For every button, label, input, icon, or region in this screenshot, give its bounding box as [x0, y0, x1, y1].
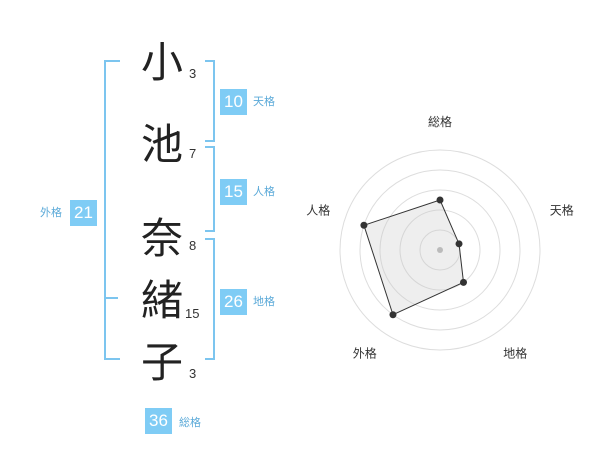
radar-axis-label-1: 総格 — [428, 114, 452, 129]
soukaku-label: 総格 — [179, 416, 201, 429]
stroke-count-3: 8 — [189, 238, 197, 253]
gaikaku-label: 外格 — [40, 206, 62, 219]
radar-point-1 — [436, 196, 444, 204]
kanji-5: 子 — [140, 338, 183, 387]
radar-point-4 — [389, 311, 397, 319]
chikaku-badge: 26 — [220, 289, 247, 315]
gaikaku-bracket — [104, 60, 120, 360]
stroke-count-4: 15 — [185, 306, 200, 321]
chikaku-bracket — [205, 238, 215, 360]
radar-center-dot — [437, 247, 443, 253]
radar-point-5 — [360, 221, 368, 229]
radar-ring — [339, 149, 541, 351]
radar-axis-label-3: 地格 — [503, 346, 527, 361]
soukaku-badge: 36 — [145, 408, 172, 434]
radar-ring — [399, 209, 481, 291]
radar-shape — [363, 199, 465, 316]
jinkaku-bracket — [205, 146, 215, 232]
tenkaku-bracket — [205, 60, 215, 142]
kanji-3: 奈 — [140, 214, 183, 263]
kanji-4: 緒 — [140, 276, 183, 325]
chikaku-label: 地格 — [253, 295, 275, 308]
radar-axis-label-5: 人格 — [306, 202, 330, 217]
gaikaku-divider-tick — [104, 297, 118, 299]
radar-axis-label-2: 天格 — [550, 202, 574, 217]
tenkaku-label: 天格 — [253, 95, 275, 108]
kanji-1: 小 — [140, 38, 183, 87]
stroke-count-5: 3 — [189, 366, 197, 381]
stroke-count-2: 7 — [189, 146, 197, 161]
radar-ring — [359, 169, 521, 331]
radar-point-3 — [460, 278, 468, 286]
radar-point-2 — [455, 240, 463, 248]
tenkaku-badge: 10 — [220, 89, 247, 115]
stroke-count-1: 3 — [189, 66, 197, 81]
kanji-2: 池 — [140, 120, 183, 169]
jinkaku-badge: 15 — [220, 179, 247, 205]
radar-axis-label-4: 外格 — [353, 346, 377, 361]
jinkaku-label: 人格 — [253, 185, 275, 198]
radar-ring — [379, 189, 501, 311]
gaikaku-badge: 21 — [70, 200, 97, 226]
